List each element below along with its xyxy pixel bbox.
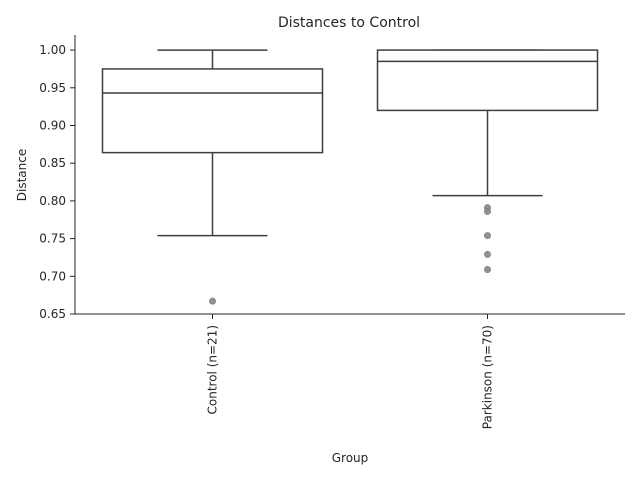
y-tick-label: 1.00 [39,43,66,57]
outlier-point [483,266,491,274]
x-axis-label: Group [332,451,369,465]
plot-area: 0.65 0.70 0.75 0.80 0.85 0.90 0.95 1.00Control … [39,35,625,429]
y-tick-label: 0.70 [39,269,66,283]
x-tick-label: Parkinson (n=70) [481,325,495,429]
outlier-point [483,207,491,215]
y-tick-label: 0.65 [39,307,66,321]
outlier-point [483,232,491,240]
outlier-point [209,297,217,305]
y-axis-label: Distance [15,149,29,201]
x-tick-label: Control (n=21) [206,325,220,414]
box-iqr [101,68,324,154]
chart-title: Distances to Control [278,15,420,31]
y-tick-label: 0.90 [39,118,66,132]
box-iqr [376,49,599,112]
y-tick-label: 0.80 [39,194,66,208]
y-tick-label: 0.75 [39,232,66,246]
y-tick-label: 0.95 [39,81,66,95]
y-tick-label: 0.85 [39,156,66,170]
outlier-point [483,250,491,258]
